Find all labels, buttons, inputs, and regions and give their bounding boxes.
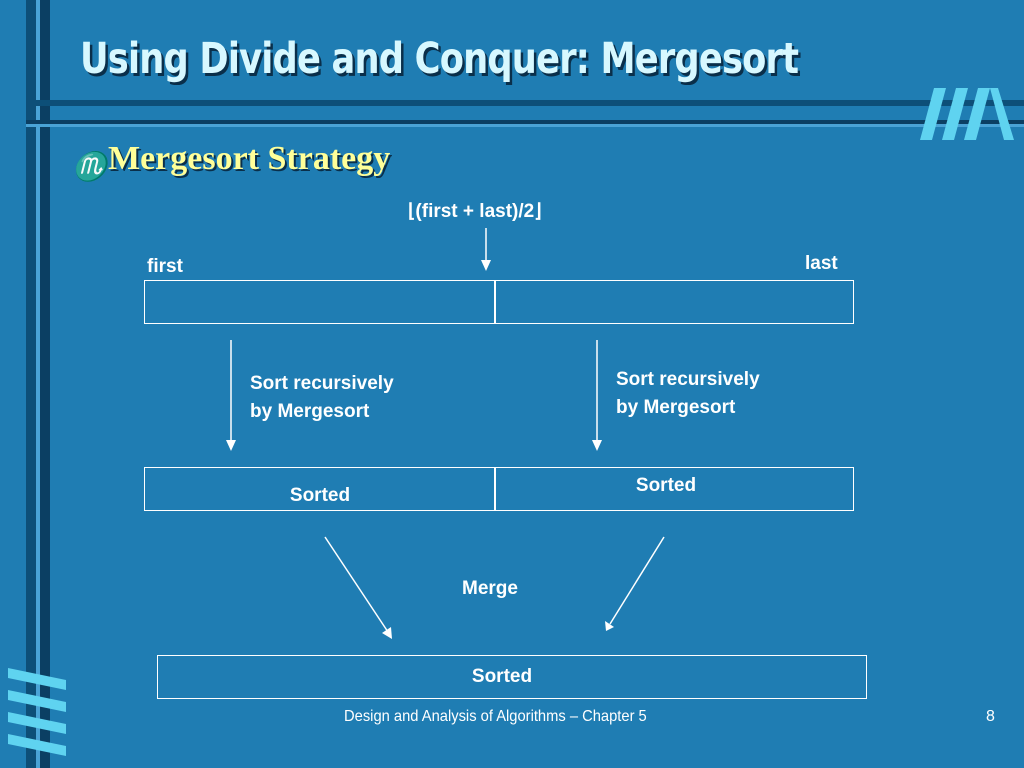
last-label: last	[805, 253, 838, 274]
sorted-right-label: Sorted	[635, 475, 697, 496]
midpoint-label: ⌊(first + last)/2⌋	[408, 201, 542, 222]
frame-left-highlight	[36, 0, 40, 768]
frame-body-rule	[26, 120, 1024, 124]
top-right-stripe-logo-icon	[920, 88, 1014, 140]
array-right-half	[494, 280, 854, 324]
midpoint-arrow	[481, 228, 491, 271]
slide-title: Using Divide and Conquer: Mergesort	[80, 34, 799, 84]
right-recurse-label: Sort recursively by Mergesort	[616, 369, 760, 418]
first-label: first	[147, 256, 183, 277]
frame-title-rule	[26, 100, 1024, 106]
page-number: 8	[986, 708, 995, 725]
sorted-right-half: Sorted	[494, 467, 854, 511]
bottom-left-stripe-logo-icon	[8, 668, 66, 756]
frame-body-rule-highlight	[26, 124, 1024, 127]
sorted-final-array: Sorted	[157, 655, 867, 699]
array-left-half	[144, 280, 496, 324]
left-recurse-arrow	[226, 340, 236, 451]
frame-left-bar-inner	[40, 0, 50, 768]
scorpio-glyph-icon: ♏	[72, 150, 107, 183]
sorted-left-half: Sorted	[144, 467, 496, 511]
merge-left-arrow	[324, 536, 392, 639]
footer-text: Design and Analysis of Algorithms – Chap…	[344, 708, 647, 725]
left-recurse-label: Sort recursively by Mergesort	[250, 373, 394, 422]
sorted-final-label: Sorted	[471, 666, 533, 687]
frame-left-bar	[26, 0, 36, 768]
merge-right-arrow	[605, 536, 665, 631]
merge-label: Merge	[462, 578, 518, 599]
bullet-heading: Mergesort Strategy	[108, 140, 391, 177]
right-recurse-arrow	[592, 340, 602, 451]
sorted-left-label: Sorted	[289, 485, 351, 506]
